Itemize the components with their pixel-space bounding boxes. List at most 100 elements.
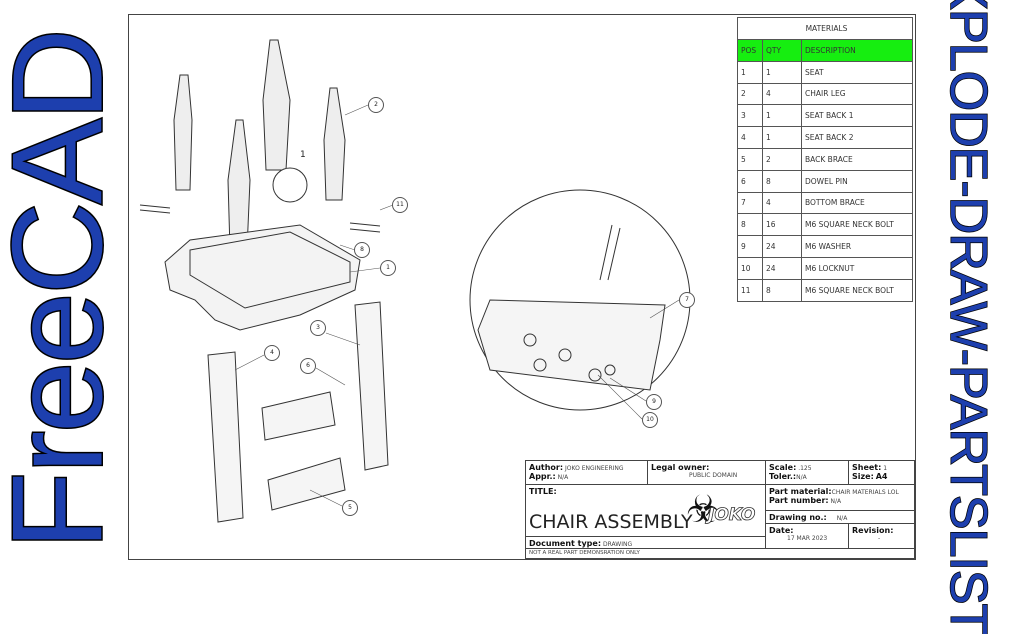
callout-balloon: 9 bbox=[646, 394, 662, 410]
part-number-label: Part number: bbox=[769, 496, 829, 505]
scale: .125 bbox=[798, 465, 812, 472]
callout-balloon: 3 bbox=[310, 320, 326, 336]
bolts bbox=[139, 167, 381, 233]
callout-balloon: 1 bbox=[380, 260, 396, 276]
drawing-no-label: Drawing no.: bbox=[769, 513, 827, 522]
appr: N/A bbox=[557, 474, 569, 481]
part-material: CHAIR MATERIALS LOL bbox=[831, 489, 899, 496]
cell-description: BOTTOM BRACE bbox=[801, 191, 913, 215]
doc-type: DRAWING bbox=[602, 541, 633, 548]
cell-pos: 2 bbox=[737, 82, 763, 106]
detail-label: 1 bbox=[300, 150, 306, 160]
cell-description: SEAT BACK 1 bbox=[801, 104, 913, 128]
cell-pos: 4 bbox=[737, 126, 763, 149]
author-cell: Author: JOKO ENGINEERING Appr.: N/A bbox=[525, 460, 648, 485]
drawing-no-cell: Drawing no.: N/A bbox=[765, 510, 915, 524]
materials-title: MATERIALS bbox=[737, 17, 913, 40]
sheet: 1 bbox=[883, 465, 888, 472]
author-label: Author: bbox=[529, 463, 564, 472]
cell-description: BACK BRACE bbox=[801, 147, 913, 171]
cell-qty: 1 bbox=[762, 60, 802, 84]
cell-description: SEAT BACK 2 bbox=[801, 126, 913, 149]
drawing-sheet-frame bbox=[128, 14, 916, 560]
header-pos: POS bbox=[737, 39, 763, 62]
revision: - bbox=[878, 535, 881, 542]
cell-qty: 8 bbox=[762, 278, 802, 302]
drawing-no: N/A bbox=[836, 515, 848, 522]
note-cell: NOT A REAL PART DEMONSRATION ONLY bbox=[525, 548, 915, 559]
note: NOT A REAL PART DEMONSRATION ONLY bbox=[529, 550, 640, 556]
cell-qty: 8 bbox=[762, 169, 802, 193]
header-description: DESCRIPTION bbox=[801, 39, 913, 62]
cell-description: M6 SQUARE NECK BOLT bbox=[801, 278, 913, 302]
cell-qty: 2 bbox=[762, 147, 802, 171]
biohazard-logo-icon: ☣ bbox=[686, 487, 721, 531]
scale-label: Scale: bbox=[769, 463, 797, 472]
author: JOKO ENGINEERING bbox=[564, 465, 624, 472]
sheet-label: Sheet: bbox=[852, 463, 882, 472]
callout-balloon: 2 bbox=[368, 97, 384, 113]
date-cell: Date: 17 MAR 2023 bbox=[765, 523, 849, 549]
cell-pos: 1 bbox=[737, 60, 763, 84]
date-label: Date: bbox=[769, 526, 794, 535]
toler-label: Toler.: bbox=[769, 472, 797, 481]
detail-view bbox=[469, 189, 691, 411]
cell-pos: 8 bbox=[737, 213, 763, 237]
seat-backs bbox=[207, 301, 389, 523]
scale-cell: Scale: .125 Toler.:N/A bbox=[765, 460, 849, 485]
cell-qty: 16 bbox=[762, 213, 802, 237]
joko-logo: JOKO bbox=[708, 505, 756, 526]
cell-pos: 10 bbox=[737, 256, 763, 280]
cell-description: M6 WASHER bbox=[801, 235, 913, 258]
title-label: TITLE: bbox=[529, 487, 557, 496]
doc-type-label: Document type: bbox=[529, 539, 602, 548]
cell-qty: 1 bbox=[762, 104, 802, 128]
chair-exploded-drawing bbox=[139, 39, 691, 523]
cell-pos: 6 bbox=[737, 169, 763, 193]
callout-balloon: 5 bbox=[342, 500, 358, 516]
part-number: N/A bbox=[830, 498, 842, 505]
cell-description: CHAIR LEG bbox=[801, 82, 913, 106]
revision-label: Revision: bbox=[852, 526, 894, 535]
legal-label: Legal owner: bbox=[651, 463, 710, 472]
sheet-cell: Sheet: 1 Size: A4 bbox=[848, 460, 915, 485]
cell-pos: 5 bbox=[737, 147, 763, 171]
chair-legs bbox=[173, 39, 346, 251]
cell-pos: 7 bbox=[737, 191, 763, 215]
cell-qty: 1 bbox=[762, 126, 802, 149]
seat bbox=[164, 224, 361, 331]
cell-description: SEAT bbox=[801, 60, 913, 84]
callout-balloon: 6 bbox=[300, 358, 316, 374]
cell-pos: 11 bbox=[737, 278, 763, 302]
legal-owner: PUBLIC DOMAIN bbox=[689, 472, 738, 479]
callout-balloon: 4 bbox=[264, 345, 280, 361]
cell-description: M6 LOCKNUT bbox=[801, 256, 913, 280]
legal-owner-cell: Legal owner: PUBLIC DOMAIN bbox=[647, 460, 766, 485]
header-qty: QTY bbox=[762, 39, 802, 62]
callout-balloon: 8 bbox=[354, 242, 370, 258]
cell-qty: 4 bbox=[762, 82, 802, 106]
size: A4 bbox=[875, 472, 888, 481]
cell-description: M6 SQUARE NECK BOLT bbox=[801, 213, 913, 237]
date: 17 MAR 2023 bbox=[787, 535, 828, 542]
cell-qty: 24 bbox=[762, 235, 802, 258]
title-cell: TITLE: CHAIR ASSEMBLY ☣ JOKO bbox=[525, 484, 766, 537]
cell-pos: 9 bbox=[737, 235, 763, 258]
cell-pos: 3 bbox=[737, 104, 763, 128]
appr-label: Appr.: bbox=[529, 472, 556, 481]
drawing-title: CHAIR ASSEMBLY bbox=[529, 511, 693, 533]
part-material-label: Part material: bbox=[769, 487, 832, 496]
callout-balloon: 11 bbox=[392, 197, 408, 213]
toler: N/A bbox=[796, 474, 807, 481]
part-material-cell: Part material:CHAIR MATERIALS LOL Part n… bbox=[765, 484, 915, 511]
